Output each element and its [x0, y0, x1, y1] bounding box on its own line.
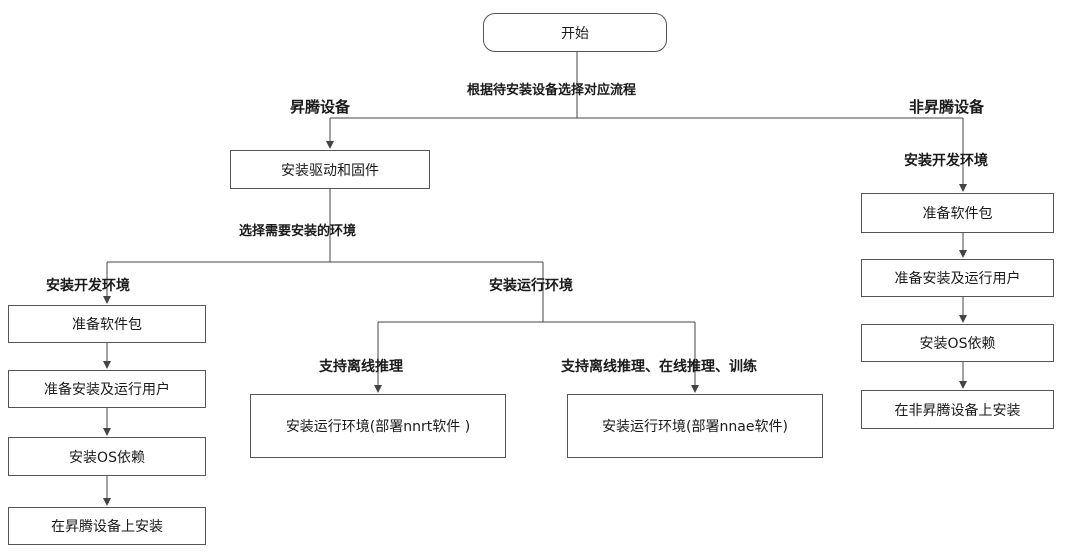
install-nnae-box: 安装运行环境(部署nnae软件)	[567, 394, 823, 458]
non-ascend-dev-env-label: 安装开发环境	[904, 153, 988, 169]
install-nnrt-box: 安装运行环境(部署nnrt软件 )	[250, 394, 506, 458]
ascend-prepare-package-box: 准备软件包	[8, 305, 206, 343]
ascend-install-on-device-box: 在昇腾设备上安装	[8, 507, 206, 545]
ascend-install-os-deps-box: 安装OS依赖	[8, 437, 206, 476]
offline-inference-label: 支持离线推理	[319, 359, 403, 375]
non-ascend-device-label: 非昇腾设备	[909, 98, 985, 116]
ascend-device-label: 昇腾设备	[290, 98, 351, 116]
non-ascend-prepare-user-box: 准备安装及运行用户	[861, 259, 1054, 297]
choose-env-label: 选择需要安装的环境	[239, 224, 357, 239]
full-support-label: 支持离线推理、在线推理、训练	[561, 359, 757, 375]
non-ascend-install-on-device-box: 在非昇腾设备上安装	[861, 390, 1054, 429]
non-ascend-install-os-deps-box: 安装OS依赖	[861, 324, 1054, 362]
ascend-prepare-user-box: 准备安装及运行用户	[8, 370, 206, 408]
ascend-dev-env-label: 安装开发环境	[46, 278, 130, 294]
start-node: 开始	[483, 13, 667, 52]
install-driver-firmware-box: 安装驱动和固件	[230, 150, 430, 189]
choose-flow-label: 根据待安装设备选择对应流程	[467, 83, 637, 98]
non-ascend-prepare-package-box: 准备软件包	[861, 193, 1054, 233]
ascend-run-env-label: 安装运行环境	[489, 278, 573, 294]
